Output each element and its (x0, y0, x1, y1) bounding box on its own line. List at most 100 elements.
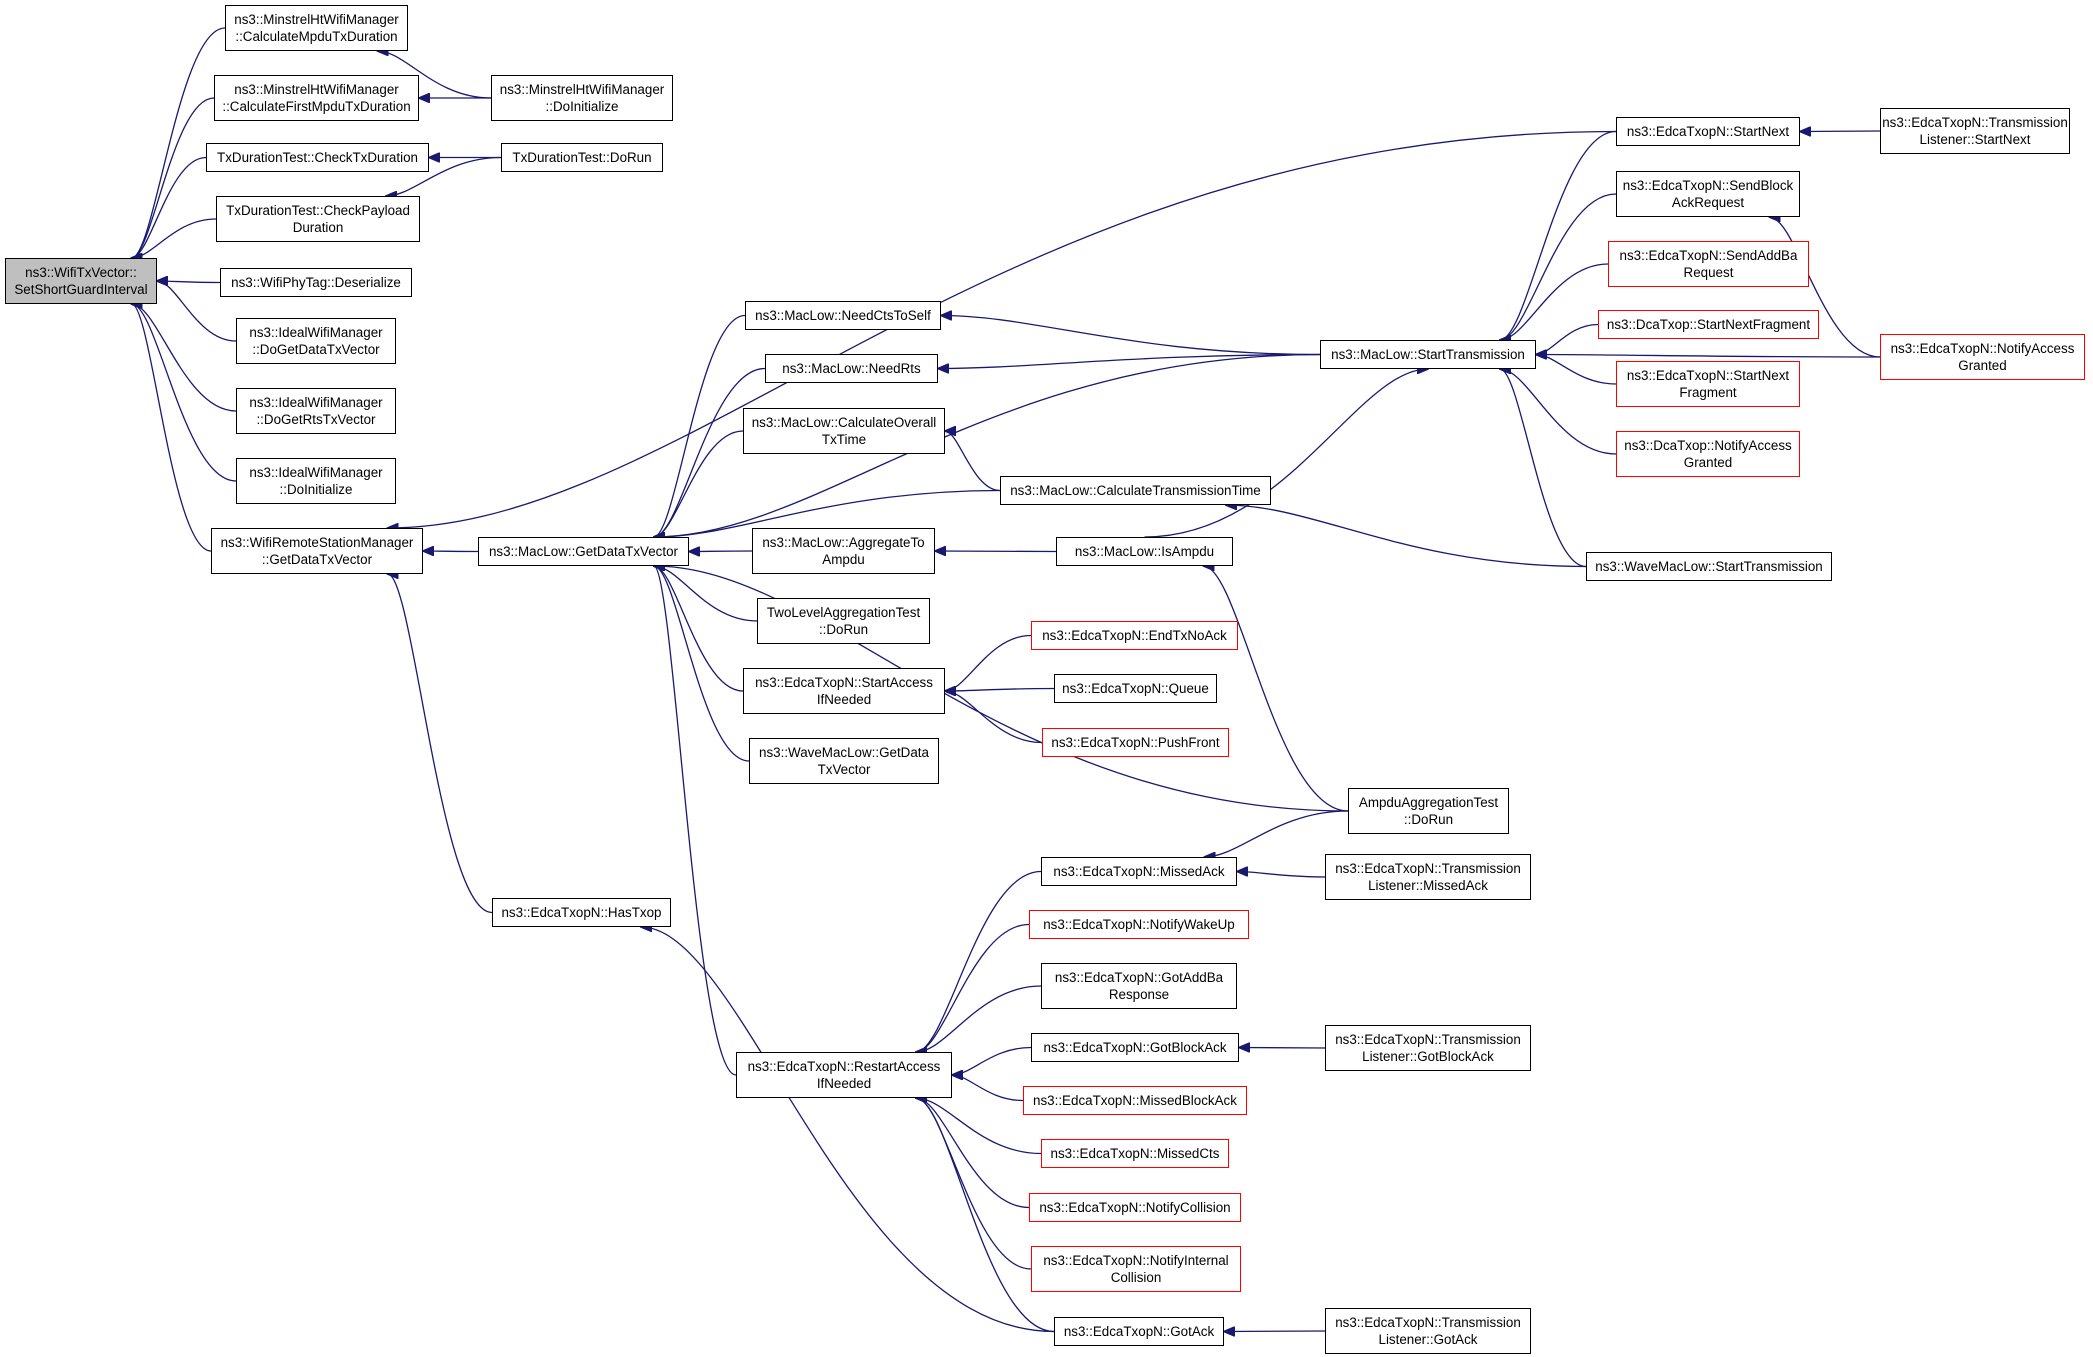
node-notify-collision[interactable]: ns3::EdcaTxopN::NotifyCollision (1029, 1193, 1241, 1222)
edge-restart-access-to-mac-get (654, 566, 737, 1076)
node-send-block-ack[interactable]: ns3::EdcaTxopN::SendBlock AckRequest (1616, 171, 1800, 217)
edge-phy-tag-to-root (157, 281, 221, 283)
edge-mh-calc-first-to-root (132, 97, 215, 258)
node-dca-start-next-frag[interactable]: ns3::DcaTxop::StartNextFragment (1598, 310, 1819, 339)
edge-is-ampdu-to-start-trans (1144, 369, 1429, 538)
edge-notify-wake-up-to-restart-access (916, 923, 1030, 1053)
node-is-ampdu[interactable]: ns3::MacLow::IsAmpdu (1056, 537, 1233, 566)
node-missed-block-ack[interactable]: ns3::EdcaTxopN::MissedBlockAck (1023, 1086, 1247, 1115)
edge-tx-do-run-to-tx-payload (386, 156, 502, 197)
node-got-ack[interactable]: ns3::EdcaTxopN::GotAck (1054, 1317, 1224, 1346)
node-calc-trans[interactable]: ns3::MacLow::CalculateTransmissionTime (1000, 476, 1271, 505)
node-ideal-data[interactable]: ns3::IdealWifiManager ::DoGetDataTxVecto… (236, 318, 396, 364)
edge-calc-trans-to-calc-overall (945, 431, 1001, 492)
edge-missed-ack-to-restart-access (916, 870, 1042, 1053)
edge-need-cts-to-mac-get (654, 314, 746, 538)
node-tl-got-block-ack[interactable]: ns3::EdcaTxopN::Transmission Listener::G… (1325, 1025, 1531, 1071)
edge-ideal-init-to-root (132, 304, 237, 482)
edge-end-tx-no-ack-to-start-access (945, 634, 1032, 692)
node-notify-wake-up[interactable]: ns3::EdcaTxopN::NotifyWakeUp (1029, 910, 1249, 939)
node-wave-start-trans[interactable]: ns3::WaveMacLow::StartTransmission (1586, 552, 1832, 581)
node-ideal-rts[interactable]: ns3::IdealWifiManager ::DoGetRtsTxVector (236, 388, 396, 434)
edge-tl-missed-ack-to-missed-ack (1237, 872, 1326, 878)
node-wrsm[interactable]: ns3::WifiRemoteStationManager ::GetDataT… (211, 528, 423, 574)
edge-agg-to-ampdu-to-mac-get (689, 551, 753, 552)
node-phy-tag[interactable]: ns3::WifiPhyTag::Deserialize (220, 268, 412, 297)
edge-wave-start-trans-to-start-trans (1500, 369, 1587, 568)
node-mac-get[interactable]: ns3::MacLow::GetDataTxVector (478, 537, 689, 566)
edge-got-ack-to-restart-access (916, 1098, 1055, 1333)
edge-calc-overall-to-mac-get (654, 430, 744, 537)
edge-got-block-ack-to-restart-access (952, 1046, 1032, 1076)
node-wave-get-data[interactable]: ns3::WaveMacLow::GetData TxVector (749, 738, 939, 784)
node-end-tx-no-ack[interactable]: ns3::EdcaTxopN::EndTxNoAck (1031, 621, 1238, 650)
edge-ideal-rts-to-root (132, 304, 237, 412)
edge-push-front-to-start-access (945, 691, 1043, 744)
edge-got-ack-to-has-txop (641, 927, 1055, 1333)
node-mh-calc-mpdu[interactable]: ns3::MinstrelHtWifiManager ::CalculateMp… (225, 5, 408, 51)
node-restart-access[interactable]: ns3::EdcaTxopN::RestartAccess IfNeeded (736, 1052, 952, 1098)
node-agg-to-ampdu[interactable]: ns3::MacLow::AggregateTo Ampdu (752, 528, 935, 574)
node-got-block-ack[interactable]: ns3::EdcaTxopN::GotBlockAck (1031, 1033, 1239, 1062)
edge-tl-start-next-to-start-next (1800, 131, 1881, 132)
edge-notify-internal-to-restart-access (916, 1098, 1032, 1270)
node-send-add-ba[interactable]: ns3::EdcaTxopN::SendAddBa Request (1608, 241, 1809, 287)
node-start-next[interactable]: ns3::EdcaTxopN::StartNext (1616, 117, 1800, 146)
node-missed-cts[interactable]: ns3::EdcaTxopN::MissedCts (1041, 1139, 1229, 1168)
edge-tl-got-ack-to-got-ack (1224, 1331, 1326, 1332)
edge-edca-start-next-frag-to-start-trans (1536, 355, 1617, 385)
node-root: ns3::WifiTxVector:: SetShortGuardInterva… (5, 258, 157, 304)
node-tx-do-run[interactable]: TxDurationTest::DoRun (501, 143, 663, 172)
edge-start-trans-to-need-rts (938, 353, 1321, 369)
edge-mac-get-to-wrsm (423, 551, 479, 552)
node-has-txop[interactable]: ns3::EdcaTxopN::HasTxop (492, 898, 671, 927)
edge-two-level-to-mac-get (654, 566, 758, 622)
node-dca-notify[interactable]: ns3::DcaTxop::NotifyAccess Granted (1616, 431, 1800, 477)
node-tl-got-ack[interactable]: ns3::EdcaTxopN::Transmission Listener::G… (1325, 1308, 1531, 1354)
node-two-level[interactable]: TwoLevelAggregationTest ::DoRun (757, 598, 930, 644)
edge-tx-payload-to-root (132, 218, 217, 258)
node-got-add-ba[interactable]: ns3::EdcaTxopN::GotAddBa Response (1041, 963, 1237, 1009)
edge-mh-calc-mpdu-to-root (132, 27, 226, 258)
node-push-front[interactable]: ns3::EdcaTxopN::PushFront (1042, 728, 1229, 757)
node-edca-start-next-frag[interactable]: ns3::EdcaTxopN::StartNext Fragment (1616, 361, 1800, 407)
edge-start-next-to-wrsm (388, 130, 1617, 529)
edge-tl-got-block-ack-to-got-block-ack (1239, 1048, 1326, 1049)
edge-wrsm-to-root (132, 304, 212, 552)
edge-edca-notify-to-start-trans (1536, 355, 1881, 358)
edge-dca-start-next-frag-to-start-trans (1536, 323, 1599, 355)
node-calc-overall[interactable]: ns3::MacLow::CalculateOverall TxTime (743, 408, 945, 454)
edge-is-ampdu-to-agg-to-ampdu (935, 551, 1057, 552)
edge-ampdu-test-to-is-ampdu (1204, 566, 1349, 812)
edge-edca-notify-to-send-block-ack (1769, 217, 1881, 358)
edge-got-add-ba-to-restart-access (916, 985, 1042, 1052)
node-tx-payload[interactable]: TxDurationTest::CheckPayload Duration (216, 196, 420, 242)
edge-mh-do-init-to-mh-calc-mpdu (378, 51, 492, 99)
node-mh-calc-first[interactable]: ns3::MinstrelHtWifiManager ::CalculateFi… (214, 75, 419, 121)
edge-send-block-ack-to-start-trans (1500, 193, 1617, 340)
edge-start-next-to-start-trans (1500, 130, 1617, 341)
node-ampdu-test[interactable]: AmpduAggregationTest ::DoRun (1348, 788, 1509, 834)
edge-send-add-ba-to-start-trans (1500, 263, 1609, 340)
node-need-rts[interactable]: ns3::MacLow::NeedRts (765, 354, 938, 383)
node-tl-start-next[interactable]: ns3::EdcaTxopN::Transmission Listener::S… (1880, 108, 2070, 154)
node-need-cts[interactable]: ns3::MacLow::NeedCtsToSelf (745, 301, 941, 330)
node-tx-check[interactable]: TxDurationTest::CheckTxDuration (206, 143, 429, 172)
edge-has-txop-to-wrsm (388, 574, 493, 914)
node-start-access[interactable]: ns3::EdcaTxopN::StartAccess IfNeeded (743, 668, 945, 714)
node-notify-internal[interactable]: ns3::EdcaTxopN::NotifyInternal Collision (1031, 1246, 1241, 1292)
node-edca-notify[interactable]: ns3::EdcaTxopN::NotifyAccess Granted (1880, 334, 2085, 380)
edge-queue-to-start-access (945, 689, 1055, 692)
edge-ampdu-test-to-missed-ack (1204, 810, 1349, 857)
edge-start-trans-to-need-cts (941, 316, 1321, 356)
node-queue[interactable]: ns3::EdcaTxopN::Queue (1054, 674, 1217, 703)
edge-wave-get-data-to-mac-get (654, 566, 750, 762)
node-tl-missed-ack[interactable]: ns3::EdcaTxopN::Transmission Listener::M… (1325, 854, 1531, 900)
edge-missed-block-ack-to-restart-access (952, 1075, 1024, 1102)
node-mh-do-init[interactable]: ns3::MinstrelHtWifiManager ::DoInitializ… (491, 75, 673, 121)
node-start-trans[interactable]: ns3::MacLow::StartTransmission (1320, 340, 1536, 369)
node-missed-ack[interactable]: ns3::EdcaTxopN::MissedAck (1041, 857, 1237, 886)
edge-wave-start-trans-to-calc-trans (1226, 505, 1587, 568)
node-ideal-init[interactable]: ns3::IdealWifiManager ::DoInitialize (236, 458, 396, 504)
